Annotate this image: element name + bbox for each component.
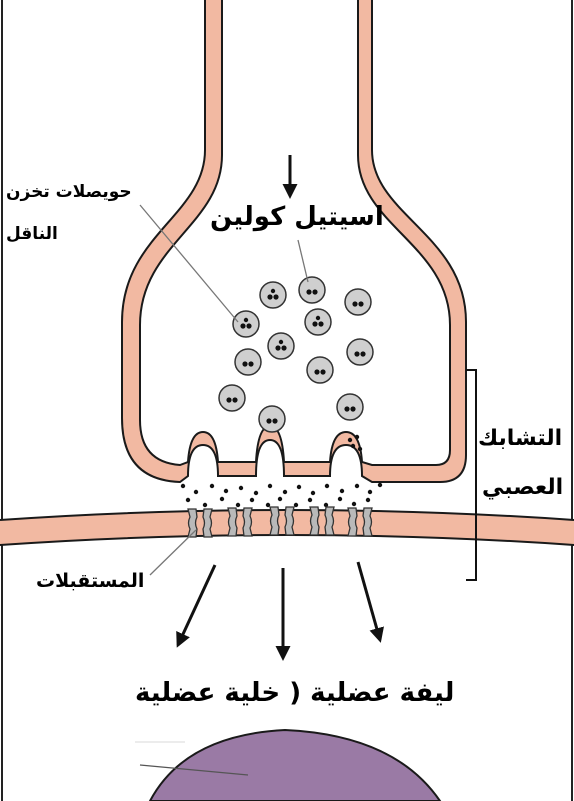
vesicle-circle-icon [268,333,294,359]
vesicle-circle-icon [337,394,363,420]
vesicle-circle-icon [260,282,286,308]
vesicles-label-line2: الناقل [6,226,58,243]
vesicles-label-line1: حويصلات تخزن [6,184,132,201]
vesicle-circle-icon [219,385,245,411]
muscle-fiber-label: ليفة عضلية ( خلية عضلية [135,680,454,706]
acetylcholine-label: اسيتيل كولين [210,204,384,230]
arrow-icon [358,562,380,640]
axon-terminal [122,0,466,482]
vesicle-circle-icon [299,277,325,303]
arrow-icon [178,565,215,645]
vesicle-circle-icon [233,311,259,337]
receptors-label: المستقبلات [36,572,144,591]
vesicle-circle-icon [259,406,285,432]
vesicle-circle-icon [307,357,333,383]
muscle-cell-shape [140,730,440,801]
synapse-bracket [466,370,476,580]
synapse-label-line2: العصبي [482,477,563,499]
vesicle-circle-icon [235,349,261,375]
vesicle-circle-icon [305,309,331,335]
vesicle-circle-icon [345,289,371,315]
synapse-label-line1: التشابك [478,428,562,450]
vesicle-circle-icon [347,339,373,365]
